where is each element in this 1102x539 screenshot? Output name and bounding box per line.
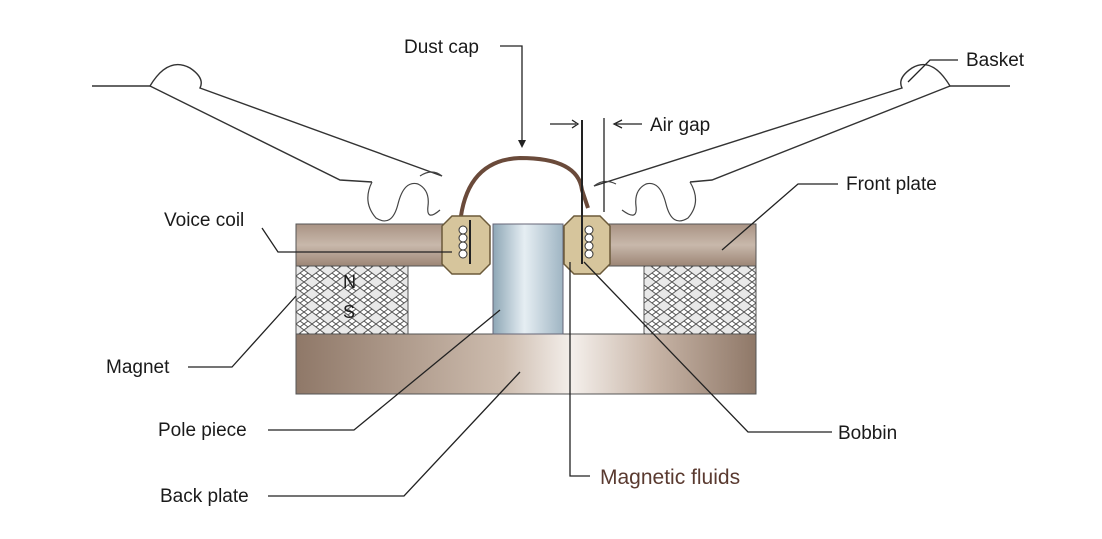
- label-magnet: Magnet: [106, 357, 170, 378]
- label-air-gap: Air gap: [650, 115, 710, 136]
- leader-lines: [188, 45, 958, 497]
- dust-cap: [458, 155, 590, 225]
- pole-south: S: [343, 302, 355, 322]
- magnet-right: [643, 265, 757, 335]
- label-magnetic-fluids: Magnetic fluids: [600, 466, 740, 489]
- voice-coil-right: [563, 215, 611, 275]
- front-plate-left: [295, 223, 447, 267]
- magnet-left: [295, 265, 409, 335]
- spider-suspension: [367, 171, 697, 222]
- label-dust-cap: Dust cap: [404, 37, 479, 58]
- bobbin: [469, 120, 583, 264]
- front-plate-right: [589, 223, 757, 267]
- basket-cone: [92, 63, 1010, 187]
- label-pole-piece: Pole piece: [158, 420, 247, 441]
- pole-north: N: [343, 272, 356, 292]
- label-bobbin: Bobbin: [838, 423, 897, 444]
- voice-coil-left: [441, 215, 491, 275]
- label-front-plate: Front plate: [846, 174, 937, 195]
- label-voice-coil: Voice coil: [164, 210, 244, 231]
- air-gap-marker: [550, 118, 642, 212]
- back-plate: [295, 333, 757, 395]
- label-back-plate: Back plate: [160, 486, 249, 507]
- pole-piece: [492, 223, 564, 335]
- label-basket: Basket: [966, 50, 1025, 71]
